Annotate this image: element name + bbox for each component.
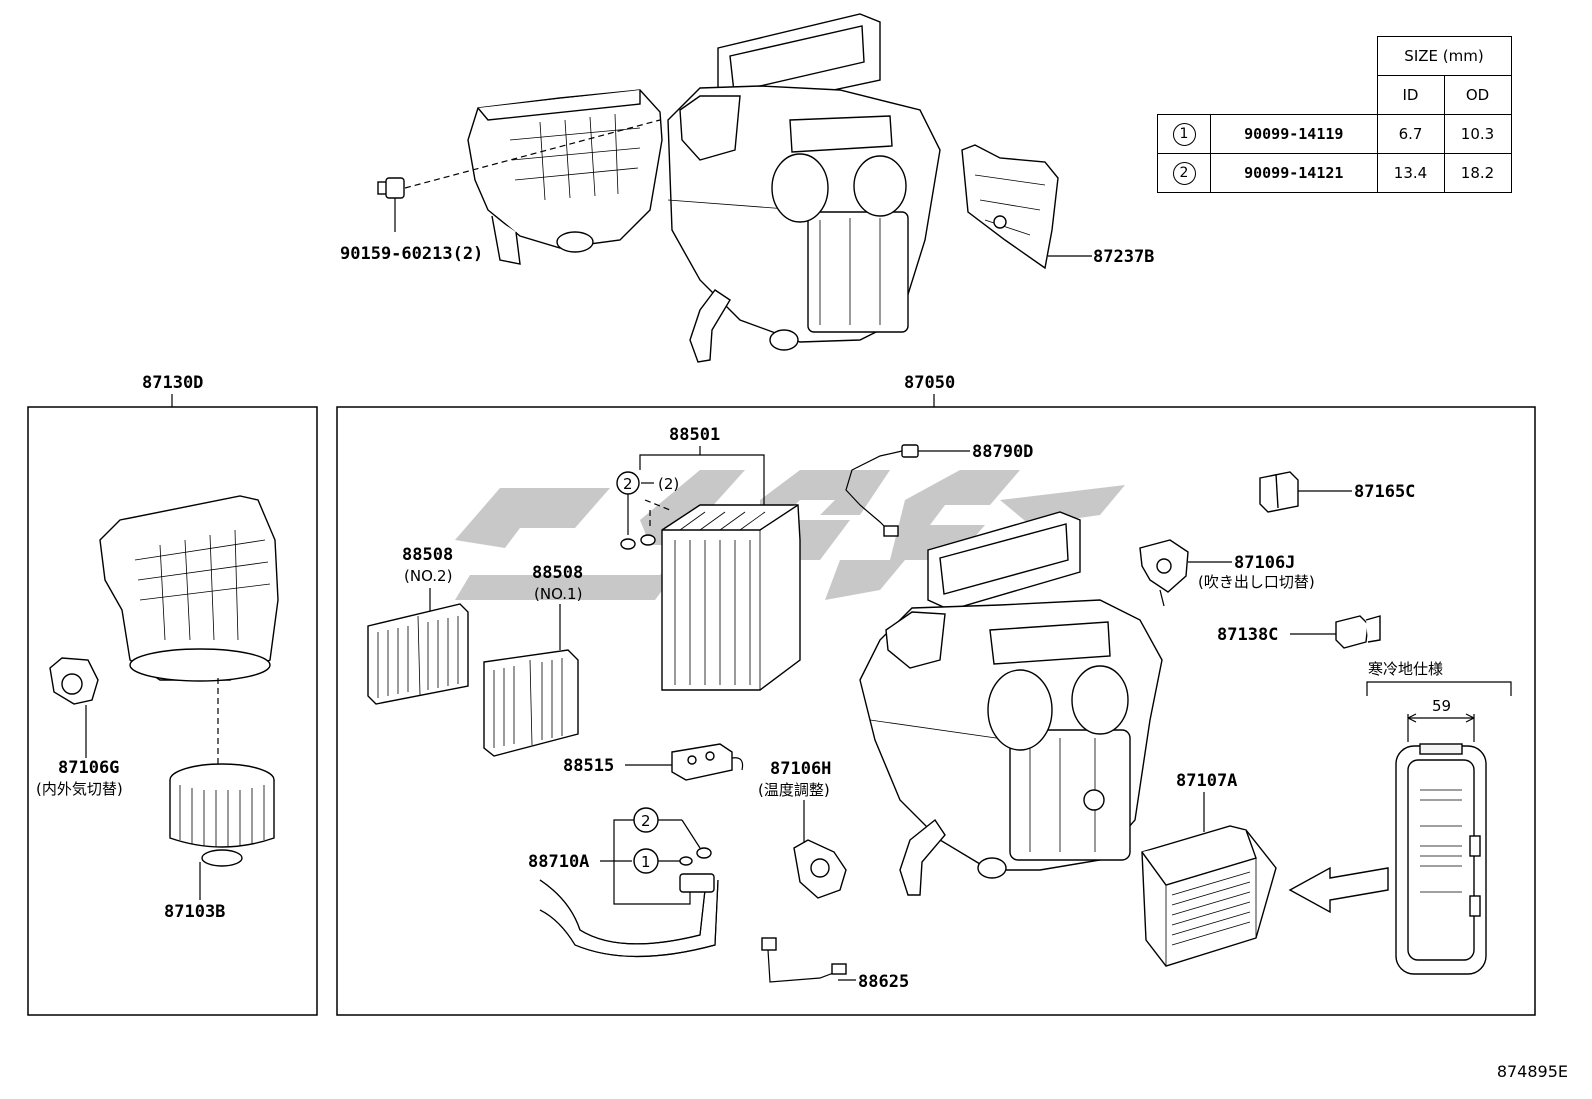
label-cold-spec: 寒冷地仕様 [1368,660,1443,678]
label-damper-servo-j: 87106J [1234,553,1295,573]
damper-servo-h-icon [793,839,847,899]
col-od: OD [1443,75,1512,115]
wire-harness-icon [761,937,847,983]
label-filter-no2-note: (NO.2) [404,567,452,585]
label-damper-servo-h-note: (温度調整) [758,781,830,799]
row-id: 13.4 [1376,153,1445,193]
label-dim-59: 59 [1432,697,1451,715]
cold-spec-heater-core-icon [1395,743,1487,975]
expansion-valve-icon [671,743,744,781]
label-cover: 87237B [1093,247,1154,267]
table-row: 1 90099-14119 6.7 10.3 [1157,114,1512,154]
blower-motor-icon [169,763,275,867]
row-od: 10.3 [1443,114,1512,154]
label-heater-core: 87107A [1176,771,1237,791]
bolt-icon [377,177,405,232]
label-wire: 88625 [858,972,909,992]
tube-ref-1: 1 [641,853,651,871]
label-bolt: 90159-60213(2) [340,244,483,264]
label-unit-assy: 87050 [904,373,955,393]
heater-unit-main [859,511,1163,896]
o-ring-qty: (2) [658,475,679,493]
size-header: SIZE (mm) [1376,36,1512,76]
label-expansion-valve: 88515 [563,756,614,776]
row-part-number: 90099-14119 [1210,114,1378,154]
resistor-icon [1259,471,1299,513]
tube-ref-callouts: 2 1 [633,807,712,874]
amplifier-icon [1335,615,1381,649]
label-damper-servo-h: 87106H [770,759,831,779]
o-ring-size-table: SIZE (mm) ID OD 1 90099-14119 6.7 10.3 2… [1157,36,1512,193]
label-evaporator: 88501 [669,425,720,445]
top-blower-housing [467,89,663,265]
tube-icon [539,873,719,958]
blower-housing-left [99,495,279,682]
label-blower-motor: 87103B [164,902,225,922]
evaporator-icon [661,504,801,691]
row-id: 6.7 [1376,114,1445,154]
frame-blower-assy [27,406,318,1016]
filter-no1-icon [483,649,579,757]
label-amplifier: 87138C [1217,625,1278,645]
row-part-number: 90099-14121 [1210,153,1378,193]
row-od: 18.2 [1443,153,1512,193]
damper-servo-g-icon [49,657,99,705]
o-ring-ref: 2 [623,475,633,493]
label-filter-no2: 88508 [402,545,453,565]
frame-unit-assy [336,406,1536,1016]
thermistor-icon [845,444,919,537]
label-damper-servo-j-note: (吹き出し口切替) [1198,573,1315,591]
label-tube: 88710A [528,852,589,872]
heater-core-icon [1141,825,1277,967]
damper-servo-j-icon [1139,539,1189,607]
tube-ref-2: 2 [641,812,651,830]
filter-no2-icon [367,603,469,705]
label-resistor: 87165C [1354,482,1415,502]
label-filter-no1: 88508 [532,563,583,583]
top-heater-unit [667,13,941,363]
label-thermistor: 88790D [972,442,1033,462]
label-damper-servo-g-note: (内外気切替) [36,780,123,798]
label-filter-no1-note: (NO.1) [534,585,582,603]
label-blower-assy: 87130D [142,373,203,393]
diagram-code: 874895E [1496,1062,1568,1081]
row-ref: 1 [1172,122,1196,146]
row-ref: 2 [1172,161,1196,185]
top-cover-87237b [961,144,1059,270]
dimension-59: 59 [1407,697,1475,742]
arrow-left-icon [1288,866,1389,914]
label-damper-servo-g: 87106G [58,758,119,778]
table-row: 2 90099-14121 13.4 18.2 [1157,153,1512,193]
o-ring-callout: 2 (2) [616,471,679,550]
col-id: ID [1376,75,1445,115]
